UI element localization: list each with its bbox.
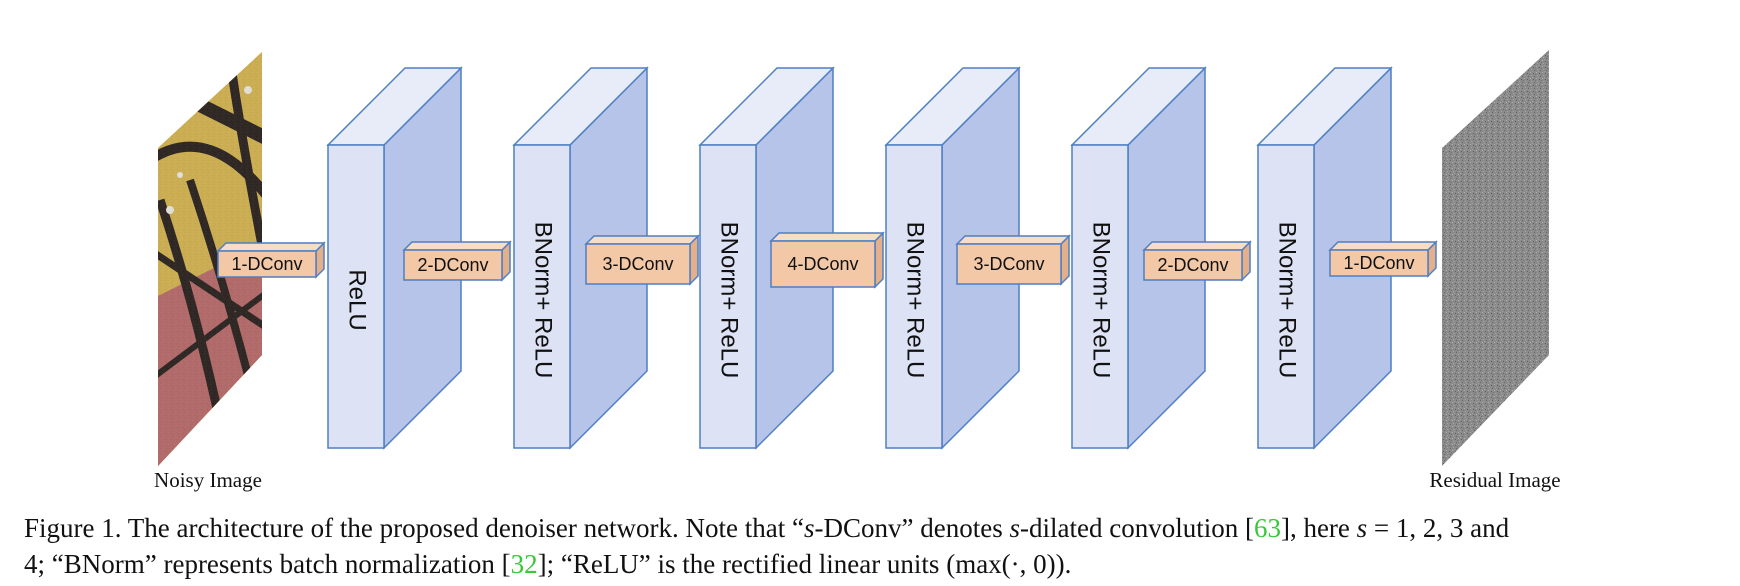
- conv-block: 3-DConv: [584, 234, 700, 286]
- conv-block-top: [216, 242, 326, 252]
- conv-blocks: 1-DConv 2-DConv 3-DConv 4-DConv 3-DConv 2-DCo…: [216, 231, 1438, 289]
- conv-block-front: [956, 243, 1062, 285]
- conv-label: 3-DConv: [973, 254, 1044, 274]
- layer-block: BNorm+ ReLU: [1256, 66, 1393, 450]
- conv-block-top: [402, 241, 512, 251]
- conv-block-front: [403, 249, 503, 281]
- layer-block-front: [885, 144, 943, 449]
- caption-math-s: s: [1356, 513, 1368, 543]
- layer-block-front: [699, 144, 757, 449]
- layer-label: BNorm+ ReLU: [902, 222, 929, 379]
- caption-line-2: 4; “BNorm” represents batch normalizatio…: [24, 546, 1724, 582]
- caption-formula: (max(·, 0)): [946, 549, 1065, 579]
- caption-line-1: Figure 1. The architecture of the propos…: [24, 510, 1724, 546]
- conv-block-front: [1143, 249, 1243, 281]
- caption-text: ], here: [1280, 513, 1357, 543]
- conv-block: 2-DConv: [402, 240, 512, 282]
- layer-label: BNorm+ ReLU: [716, 222, 743, 379]
- architecture-diagram: Noisy Image Residual Image ReLU BNorm+ Re…: [154, 50, 1561, 492]
- conv-label: 2-DConv: [1157, 255, 1228, 275]
- caption-text: ]; “ReLU” is the rectified linear units: [537, 549, 947, 579]
- citation-link[interactable]: 63: [1253, 513, 1281, 543]
- conv-label: 4-DConv: [787, 254, 858, 274]
- layer-block-front: [1071, 144, 1129, 449]
- caption-text: .: [1064, 549, 1072, 579]
- conv-block-front: [585, 243, 691, 285]
- conv-block-top: [955, 235, 1071, 245]
- conv-block-top: [769, 232, 885, 242]
- conv-label: 1-DConv: [1343, 253, 1414, 273]
- layer-label: BNorm+ ReLU: [530, 222, 557, 379]
- conv-block-top: [584, 235, 700, 245]
- layer-label: ReLU: [344, 269, 371, 330]
- caption-text: Figure 1. The architecture of the propos…: [24, 513, 804, 543]
- input-label: Noisy Image: [154, 468, 262, 492]
- conv-block-side: [874, 231, 884, 289]
- conv-label: 1-DConv: [231, 254, 302, 274]
- conv-block: 1-DConv: [1328, 240, 1438, 278]
- conv-block: 4-DConv: [769, 231, 885, 289]
- caption-text: 4; “BNorm” represents batch normalizatio…: [24, 549, 511, 579]
- conv-block-front: [217, 250, 317, 278]
- layer-block-front: [1257, 144, 1315, 449]
- figure-caption: Figure 1. The architecture of the propos…: [24, 510, 1724, 582]
- conv-block-top: [1328, 241, 1438, 251]
- conv-block-top: [1142, 241, 1252, 251]
- output-label: Residual Image: [1429, 468, 1560, 492]
- layer-label: BNorm+ ReLU: [1088, 222, 1115, 379]
- conv-label: 3-DConv: [602, 254, 673, 274]
- conv-block-front: [1329, 249, 1429, 277]
- conv-block-front: [770, 240, 876, 288]
- residual-image: [1442, 50, 1549, 466]
- conv-block: 1-DConv: [216, 241, 326, 279]
- caption-math-s: s: [804, 513, 815, 543]
- caption-text: -DConv” denotes: [814, 513, 1010, 543]
- layer-block-front: [513, 144, 571, 449]
- caption-math-s: s: [1009, 513, 1020, 543]
- conv-label: 2-DConv: [417, 255, 488, 275]
- layer-block-front: [327, 144, 385, 449]
- layer-blocks: ReLU BNorm+ ReLU BNorm+ ReLU BNorm+ ReLU BNo…: [326, 66, 1393, 450]
- caption-text: = 1, 2, 3 and: [1367, 513, 1510, 543]
- caption-text: -dilated convolution [: [1020, 513, 1254, 543]
- layer-label: BNorm+ ReLU: [1274, 222, 1301, 379]
- conv-block: 3-DConv: [955, 234, 1071, 286]
- conv-block: 2-DConv: [1142, 240, 1252, 282]
- citation-link[interactable]: 32: [510, 549, 538, 579]
